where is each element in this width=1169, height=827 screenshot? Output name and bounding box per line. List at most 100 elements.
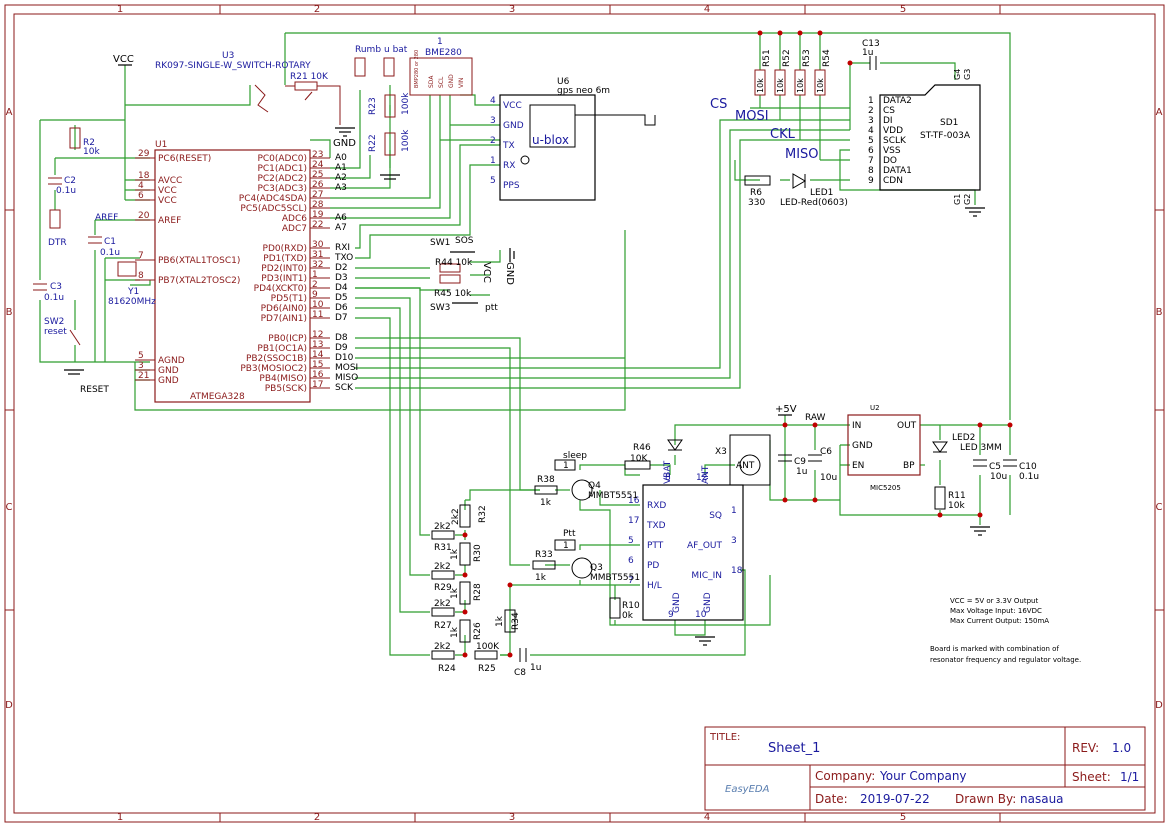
- r51-val: 10k: [756, 78, 765, 93]
- u6-pin-num: 2: [490, 136, 496, 146]
- sw3-ref: SW3: [430, 303, 450, 313]
- dra-pin-num: 5: [628, 536, 634, 546]
- reset-network: R2 10k C2 0.1u DTR C1 0.1u AREF C3 0.1u …: [33, 127, 156, 395]
- note-line: resonator frequency and regulator voltag…: [930, 656, 1081, 664]
- sd-pullups: R51 R52 R53 R54 10k 10k 10k 10k: [754, 30, 853, 96]
- dra-pin-num: 7: [628, 576, 634, 586]
- dra-pin-num: 6: [628, 556, 634, 566]
- sw2-name: reset: [44, 327, 67, 337]
- u1-pin-num: 14: [312, 350, 324, 360]
- u1-pin-num: 28: [312, 200, 324, 210]
- u1-net-label: MOSI: [335, 363, 358, 373]
- c10-val: 0.1u: [1019, 472, 1039, 482]
- u1-pin-num: 12: [312, 330, 323, 340]
- u1-net-label: A2: [335, 173, 347, 183]
- u1-net-label: D8: [335, 333, 348, 343]
- r52-val: 10k: [776, 78, 785, 93]
- u1-net-label: A0: [335, 153, 347, 163]
- u1-pin-name: PB3(MOSIOC2): [240, 364, 307, 374]
- bme-pin: SDA: [428, 75, 435, 88]
- sheet-label: Sheet:: [1072, 770, 1111, 784]
- r34-ref: R34: [511, 612, 521, 630]
- u6-pin-name: TX: [502, 141, 515, 151]
- u1-pin-name: PD3(INT1): [261, 274, 307, 284]
- plus5v-label: +5V: [775, 404, 797, 415]
- rchain-val: 1k: [450, 626, 460, 638]
- notes: VCC = 5V or 3.3V Output Max Voltage Inpu…: [930, 597, 1081, 664]
- sw1-ref: SW1: [430, 238, 450, 248]
- u3-ref: U3: [222, 51, 234, 61]
- rchain-ref: R32: [478, 505, 488, 523]
- u1-net-label: A6: [335, 213, 347, 223]
- u1-net-label: A7: [335, 223, 347, 233]
- dra-pin-name: PTT: [647, 541, 664, 551]
- r53-val: 10k: [796, 78, 805, 93]
- u1-net-label: D3: [335, 273, 348, 283]
- u6-part: gps neo 6m: [557, 86, 610, 96]
- dra-top-num: 12: [696, 473, 707, 483]
- r10-val: 0k: [622, 611, 634, 621]
- c8-val: 1u: [530, 663, 541, 673]
- wires: [39, 32, 1011, 656]
- rumb-label: Rumb: [355, 45, 381, 55]
- q3-part: MMBT5551: [590, 573, 640, 583]
- u1-pin-name: PC2(ADC2): [257, 174, 307, 184]
- u1-pin-name: AGND: [158, 356, 185, 366]
- bme-pin: GND: [448, 74, 455, 88]
- sd1-pin-num: 6: [868, 146, 874, 156]
- ptt-pin: 1: [563, 541, 569, 551]
- u1-pin-name: PB7(XTAL2TOSC2): [158, 276, 240, 286]
- sd1-part: ST-TF-003A: [920, 131, 971, 141]
- u1-pin-name: PB4(MISO): [259, 374, 307, 384]
- c5-ref: C5: [989, 462, 1001, 472]
- u1-pin-name: PB2(SSOC1B): [246, 354, 307, 364]
- dra-pin-num: 18: [731, 566, 743, 576]
- col-label: 5: [900, 812, 906, 823]
- r21-label: R21 10K: [290, 72, 329, 82]
- u6-pin-name: GND: [503, 121, 524, 131]
- note-line: Max Current Output: 150mA: [950, 617, 1049, 625]
- title-label: TITLE:: [709, 732, 740, 743]
- u1-pin-name: PC4(ADC4SDA): [239, 194, 307, 204]
- u6-pin-num: 4: [490, 96, 496, 106]
- u1-net-label: SCK: [335, 383, 354, 393]
- r44-label: R44 10k: [435, 258, 473, 268]
- company-label: Company:: [815, 769, 875, 783]
- u1-pin-num: 13: [312, 340, 323, 350]
- col-label: 3: [509, 4, 515, 15]
- sd1-pin-num: 9: [868, 176, 874, 186]
- u1-pin-name: PD5(T1): [271, 294, 307, 304]
- date-value: 2019-07-22: [860, 792, 930, 806]
- rchain-ref: R25: [478, 664, 496, 674]
- u2-pin-en: EN: [852, 461, 864, 471]
- u6-pin-name: VCC: [503, 101, 522, 111]
- rchain-val: 2k2: [451, 508, 461, 525]
- u6-pin-name: RX: [503, 161, 515, 171]
- note-line: Board is marked with combination of: [930, 645, 1059, 653]
- ptt-label: Ptt: [563, 529, 576, 539]
- row-label: C: [1156, 502, 1163, 513]
- u1-pin-num: 1: [312, 270, 318, 280]
- u1-pin-num: 16: [312, 370, 324, 380]
- rchain-val: 2k2: [434, 642, 451, 652]
- rchain-val: 2k2: [434, 599, 451, 609]
- r38-val: 1k: [540, 498, 552, 508]
- led1-indicator: R6 330 LED1 LED-Red(0603): [744, 173, 848, 208]
- dra-pin-name: AF_OUT: [687, 541, 723, 551]
- drawn-label: Drawn By:: [955, 792, 1016, 806]
- spi-net-labels: CS MOSI CKL MISO: [710, 97, 819, 162]
- raw-label: RAW: [805, 413, 826, 423]
- row-label: A: [6, 107, 13, 118]
- sheet-value: 1/1: [1120, 770, 1139, 784]
- u1-pin-name: AREF: [158, 216, 181, 226]
- led2-ref: LED2: [952, 433, 975, 443]
- sd1-pin-num: 1: [868, 96, 874, 106]
- u1-pin-num: 19: [312, 210, 324, 220]
- rchain-ref: R26: [473, 622, 483, 640]
- u1-net-label: D10: [335, 353, 354, 363]
- u1-pin-num: 22: [312, 220, 323, 230]
- u1-pin-num: 32: [312, 260, 323, 270]
- r23-ref: R23: [368, 97, 378, 115]
- rchain-val: 1k: [450, 587, 460, 599]
